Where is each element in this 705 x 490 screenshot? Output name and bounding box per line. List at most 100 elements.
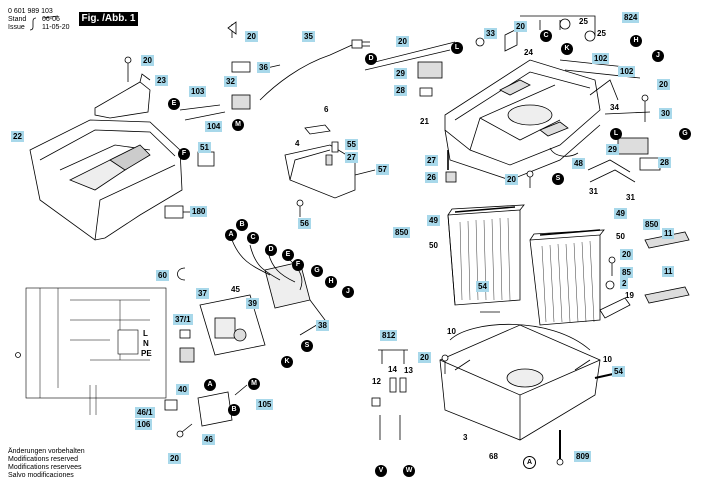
callout-57: 57	[376, 164, 389, 175]
callout-20c: 20	[168, 453, 181, 464]
callout-19: 19	[625, 291, 634, 300]
letter-marker-f2: F	[292, 259, 304, 271]
letter-marker-b: B	[236, 219, 248, 231]
schematic-pe: PE	[141, 349, 152, 358]
callout-103: 103	[189, 86, 207, 97]
letter-marker-w: W	[403, 465, 415, 477]
callout-25b: 25	[597, 29, 606, 38]
callout-31b: 31	[626, 193, 635, 202]
callout-20b: 20	[245, 31, 258, 42]
base-container	[439, 323, 601, 441]
callout-36: 36	[257, 62, 270, 73]
letter-marker-b2: B	[228, 404, 240, 416]
callout-60: 60	[156, 270, 169, 281]
issue-label: Issue	[8, 24, 25, 31]
letter-marker-a2: A	[204, 379, 216, 391]
callout-824: 824	[622, 12, 640, 23]
callout-46-1: 46/1	[135, 407, 155, 418]
letter-marker-d2: D	[265, 244, 277, 256]
letter-marker-s: S	[552, 173, 564, 185]
disclaimer-block: Änderungen vorbehalten Modifications res…	[8, 448, 85, 480]
letter-marker-a3: A	[523, 456, 536, 469]
callout-104: 104	[205, 121, 223, 132]
callout-46: 46	[202, 434, 215, 445]
letter-marker-k: K	[561, 43, 573, 55]
callout-812: 812	[380, 330, 398, 341]
callout-38: 38	[316, 320, 329, 331]
callout-50: 50	[429, 241, 438, 250]
letter-marker-l2: L	[610, 128, 622, 140]
callout-27b: 27	[425, 155, 438, 166]
callout-850b: 850	[643, 219, 661, 230]
callout-68: 68	[489, 452, 498, 461]
issue-value: 11-05-20	[42, 24, 70, 31]
callout-55: 55	[345, 139, 358, 150]
callout-20f: 20	[657, 79, 670, 90]
letter-marker-l: L	[451, 42, 463, 54]
callout-21: 21	[420, 117, 429, 126]
stand-value: 06-06	[42, 16, 60, 23]
callout-56: 56	[298, 218, 311, 229]
callout-14: 14	[388, 365, 397, 374]
callout-20d: 20	[514, 21, 527, 32]
schematic-l: L	[143, 329, 148, 338]
callout-29b: 29	[606, 144, 619, 155]
schematic-n: N	[143, 339, 149, 348]
disclaimer-de: Änderungen vorbehalten	[8, 448, 85, 455]
callout-11: 11	[662, 228, 675, 239]
disclaimer-es: Salvo modificaciones	[8, 472, 74, 479]
callout-31: 31	[589, 187, 598, 196]
callout-54: 54	[476, 281, 489, 292]
callout-850: 850	[393, 227, 411, 238]
callout-105: 105	[256, 399, 274, 410]
callout-809: 809	[574, 451, 592, 462]
letter-marker-a: A	[225, 229, 237, 241]
callout-22: 22	[11, 131, 24, 142]
callout-34: 34	[610, 103, 619, 112]
callout-20e: 20	[396, 36, 409, 47]
letter-marker-j2: J	[342, 286, 354, 298]
callout-20: 20	[141, 55, 154, 66]
callout-6: 6	[324, 105, 329, 114]
callout-23: 23	[155, 75, 168, 86]
letter-marker-g2: G	[311, 265, 323, 277]
wiring-schematic	[15, 287, 167, 415]
letter-marker-c2: C	[540, 30, 552, 42]
callout-29: 29	[394, 68, 407, 79]
letter-marker-v: V	[375, 465, 387, 477]
part-number: 0 601 989 103	[8, 8, 53, 15]
callout-2: 2	[620, 278, 629, 289]
callout-85: 85	[620, 267, 633, 278]
callout-27: 27	[345, 152, 358, 163]
letter-marker-e2: E	[282, 249, 294, 261]
callout-32: 32	[224, 76, 237, 87]
letter-marker-c: C	[247, 232, 259, 244]
letter-marker-j: J	[652, 50, 664, 62]
callout-51: 51	[198, 142, 211, 153]
callout-102: 102	[592, 53, 610, 64]
callout-40: 40	[176, 384, 189, 395]
callout-26: 26	[425, 172, 438, 183]
callout-28: 28	[394, 85, 407, 96]
callout-3: 3	[463, 433, 468, 442]
callout-24: 24	[524, 48, 533, 57]
callout-4: 4	[295, 139, 300, 148]
letter-marker-g: G	[679, 128, 691, 140]
letter-marker-h2: H	[325, 276, 337, 288]
callout-33: 33	[484, 28, 497, 39]
letter-marker-d: D	[365, 53, 377, 65]
callout-20h: 20	[620, 249, 633, 260]
filter-cartridges	[447, 204, 605, 326]
callout-10b: 10	[603, 355, 612, 364]
callout-35: 35	[302, 31, 315, 42]
callout-50b: 50	[616, 232, 625, 241]
callout-37-1: 37/1	[173, 314, 193, 325]
letter-marker-m: M	[232, 119, 244, 131]
container-lid	[444, 59, 601, 181]
letter-marker-k2: K	[281, 356, 293, 368]
callout-54b: 54	[612, 366, 625, 377]
stand-label: Stand	[8, 16, 27, 23]
callout-45: 45	[231, 285, 240, 294]
callout-28b: 28	[658, 157, 671, 168]
